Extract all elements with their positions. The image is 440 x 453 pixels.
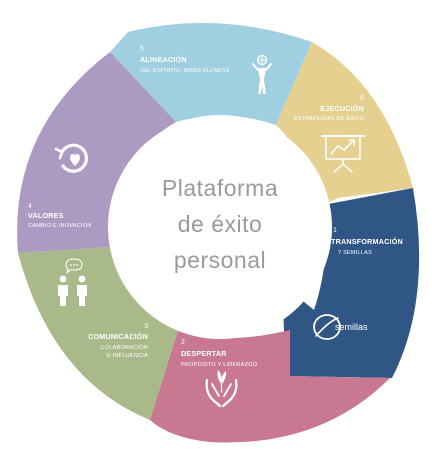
presentation-chart-icon bbox=[321, 135, 365, 173]
center-title-line3: personal bbox=[174, 247, 266, 273]
segment-3-title: COMUNICACIÓN bbox=[88, 332, 148, 341]
segment-5-subtitle: DEL ESPÍRITU: MINDFULLNESS bbox=[140, 67, 230, 74]
segment-2-title: DESPERTAR bbox=[181, 349, 227, 358]
segment-2-subtitle: PROPÓSITO Y LIDERAZGO bbox=[181, 361, 258, 368]
segment-1-number: 1 bbox=[333, 227, 337, 234]
center-title-line2: de éxito bbox=[178, 211, 263, 237]
segment-1-subtitle: 7 SEMILLAS bbox=[338, 250, 372, 256]
segment-6-subtitle: ESTRATEGIAS DE ÉXITO bbox=[294, 115, 365, 122]
segment-valores bbox=[17, 52, 176, 253]
segment-alineacion bbox=[110, 23, 312, 126]
people-talking-icon bbox=[58, 258, 87, 306]
brand-text: semillas bbox=[335, 322, 368, 332]
segment-3-number: 3 bbox=[144, 323, 148, 330]
segment-4-title: VALORES bbox=[28, 211, 64, 220]
segment-2-number: 2 bbox=[181, 339, 185, 346]
segment-despertar bbox=[150, 330, 390, 443]
segment-3-subtitle-line2: E INFLUENCIA bbox=[107, 353, 148, 359]
hands-plant-icon bbox=[205, 370, 238, 408]
segment-4-subtitle: CAMBIO E INOVACIÓN bbox=[28, 222, 91, 229]
person-globe-icon bbox=[252, 54, 272, 94]
cycle-heart-icon bbox=[54, 143, 89, 173]
segment-5-title: ALINEACIÓN bbox=[140, 55, 187, 64]
segment-3-subtitle-line1: COLABORACIÓN bbox=[101, 344, 148, 351]
segment-transformacion bbox=[282, 188, 420, 378]
semillas-logo-icon: semillas bbox=[313, 314, 368, 340]
center-title-line1: Plataforma bbox=[162, 175, 278, 201]
segment-6-number: 6 bbox=[360, 95, 364, 102]
segment-4-number: 4 bbox=[28, 203, 32, 210]
segment-6-title: EJECUCIÓN bbox=[320, 104, 364, 113]
segment-1-title: TRANSFORMACIÓN bbox=[331, 237, 403, 246]
segment-5-number: 5 bbox=[140, 46, 144, 53]
center-circle bbox=[108, 115, 332, 339]
